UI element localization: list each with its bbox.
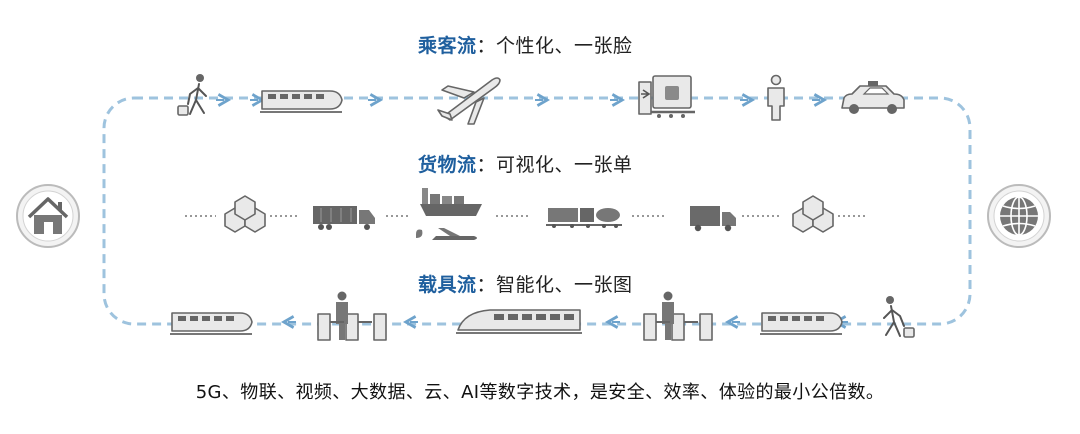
delivery-truck-icon xyxy=(690,206,736,232)
walking-traveler-icon xyxy=(177,74,207,116)
ticket-gate-icon xyxy=(317,291,387,341)
ticket-gate-icon xyxy=(643,291,713,341)
boxes-icon xyxy=(792,195,834,233)
globe-icon xyxy=(987,184,1051,248)
high-speed-train-icon xyxy=(456,309,582,334)
train-icon xyxy=(760,312,843,335)
container-truck-icon xyxy=(313,206,375,230)
train-icon xyxy=(170,312,253,335)
train-icon xyxy=(260,90,343,113)
vehicle-flow-suffix: ：智能化、一张图 xyxy=(476,274,633,296)
taxi-icon xyxy=(841,81,905,114)
flow-loop xyxy=(102,96,972,326)
vehicle-flow-heading: 载具流：智能化、一张图 xyxy=(418,270,633,297)
house-icon xyxy=(16,184,80,248)
passenger-flow-keyword: 乘客流 xyxy=(418,35,477,57)
freight-train-icon xyxy=(546,208,622,228)
passenger-flow-suffix: ：个性化、一张脸 xyxy=(476,35,633,57)
footer-caption: 5G、物联、视频、大数据、云、AI等数字技术，是安全、效率、体验的最小公倍数。 xyxy=(195,382,885,403)
cargo-flow-keyword: 货物流 xyxy=(418,154,477,176)
passenger-flow-heading: 乘客流：个性化、一张脸 xyxy=(418,31,633,58)
security-scanner-icon xyxy=(638,75,695,118)
boxes-icon xyxy=(224,195,266,233)
airplane-icon xyxy=(437,77,501,125)
cargo-flow-heading: 货物流：可视化、一张单 xyxy=(418,150,633,177)
walking-traveler-icon xyxy=(883,296,915,338)
cargo-ship-and-plane-icon xyxy=(416,188,482,240)
vehicle-flow-keyword: 载具流 xyxy=(418,274,477,296)
standing-person-icon xyxy=(767,74,785,121)
cargo-flow-suffix: ：可视化、一张单 xyxy=(476,154,633,176)
